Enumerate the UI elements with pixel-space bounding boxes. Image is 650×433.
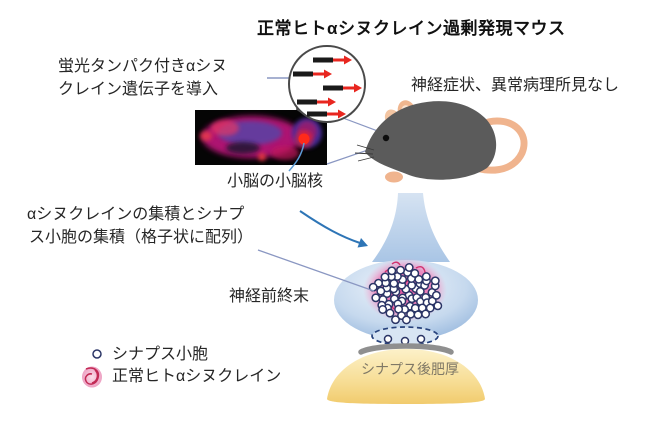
mouse-eye xyxy=(382,134,390,142)
mouse-front-foot xyxy=(385,171,403,183)
synaptic-vesicle xyxy=(380,272,390,282)
figure-title: 正常ヒトαシヌクレイン過剰発現マウス xyxy=(257,19,566,38)
no-pathology-label: 神経症状、異常病理所見なし xyxy=(411,77,620,94)
active-zone-vesicle xyxy=(383,334,393,344)
postsynaptic-density-label: シナプス後肥厚 xyxy=(361,361,459,377)
mouse-illustration xyxy=(354,100,528,183)
legend-synuclein-icon xyxy=(82,366,102,388)
postsynaptic-cell xyxy=(327,349,485,404)
mouse-body xyxy=(365,101,497,180)
synaptic-vesicle xyxy=(387,266,397,276)
synaptic-vesicle xyxy=(401,315,411,325)
legend-vesicle-label: シナプス小胞 xyxy=(112,346,209,363)
gene-construct xyxy=(313,55,352,65)
balloon-circle xyxy=(288,45,366,123)
gene-construct xyxy=(323,83,362,93)
synaptic-vesicle xyxy=(391,315,400,325)
brain-fluorescence-image xyxy=(195,110,327,165)
synaptic-vesicle-cluster xyxy=(368,263,443,325)
gene-intro-label-line1: 蛍光タンパク付きαシヌ xyxy=(58,58,228,75)
gene-construct xyxy=(307,109,346,119)
postsynaptic-density-band xyxy=(358,343,454,355)
curved-arrow-head xyxy=(357,238,368,248)
curved-arrow xyxy=(299,210,368,248)
accumulation-label-line2: ス小胞の集積（格子状に配列） xyxy=(29,229,254,246)
synaptic-vesicle xyxy=(421,309,431,319)
synaptic-vesicle xyxy=(421,272,431,282)
callout-balloon xyxy=(288,45,366,123)
accumulation-label-line1: αシヌクレインの集積とシナプ xyxy=(27,206,245,223)
gene-intro-label-line2: クレイン遺伝子を導入 xyxy=(58,81,219,98)
synaptic-vesicle xyxy=(430,276,440,286)
synaptic-vesicle xyxy=(433,301,443,311)
synaptic-vesicle xyxy=(371,293,381,303)
synaptic-vesicle xyxy=(404,263,414,272)
axon-stalk xyxy=(372,193,450,262)
legend-synuclein-label: 正常ヒトαシヌクレイン xyxy=(112,368,282,385)
mouse-tail xyxy=(460,117,528,174)
mouse-whiskers xyxy=(354,144,375,162)
cerebellar-nuclei-label: 小脳の小脳核 xyxy=(227,173,324,190)
active-zone-vesicle xyxy=(416,334,426,344)
presynaptic-terminal-label: 神経前終末 xyxy=(229,288,310,305)
gene-construct xyxy=(297,97,336,107)
synaptic-vesicle xyxy=(413,310,423,320)
synaptic-vesicle xyxy=(385,308,395,318)
synaptic-vesicle xyxy=(396,265,405,275)
cerebellar-nuclei-spot xyxy=(298,133,310,145)
synaptic-vesicle xyxy=(410,268,420,278)
synaptic-vesicle xyxy=(425,303,435,313)
synaptic-vesicle xyxy=(376,286,386,296)
cerebellar-spot-connector-line xyxy=(288,142,305,172)
gene-construct xyxy=(293,69,332,79)
legend-vesicle-icon xyxy=(92,349,102,359)
synaptic-vesicle xyxy=(431,290,441,300)
gene-construct-group xyxy=(293,55,362,119)
synaptic-vesicle xyxy=(378,305,388,314)
synapse-diagram xyxy=(327,193,485,404)
accumulation-connector-line xyxy=(257,249,375,292)
